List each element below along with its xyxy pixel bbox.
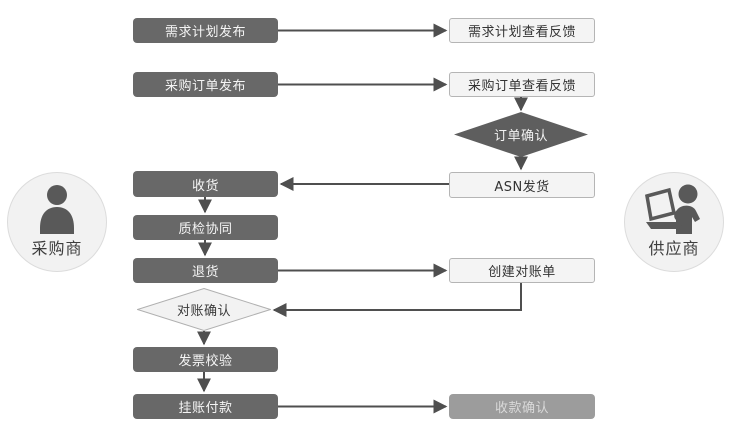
node-po-feedback: 采购订单查看反馈	[449, 72, 595, 97]
node-receipt-confirm: 收款确认	[449, 394, 595, 419]
person-at-laptop-icon	[645, 184, 700, 234]
node-payment-on-account: 挂账付款	[133, 394, 278, 419]
supplier-label: 供应商	[648, 239, 700, 258]
node-asn-ship: ASN发货	[449, 172, 595, 198]
connector-statement-to-confirm	[272, 283, 522, 317]
node-demand-plan-publish: 需求计划发布	[133, 18, 278, 43]
node-po-publish: 采购订单发布	[133, 72, 278, 97]
node-invoice-verify: 发票校验	[133, 347, 278, 372]
supplier-actor: 供应商	[624, 172, 724, 272]
buyer-label: 采购商	[31, 239, 83, 258]
node-order-confirm: 订单确认	[454, 112, 588, 157]
diamond-shape	[454, 112, 588, 157]
diamond-shape	[137, 288, 271, 331]
person-icon	[40, 185, 74, 234]
node-receive: 收货	[133, 171, 278, 197]
buyer-actor: 采购商	[7, 172, 107, 272]
node-statement-confirm: 对账确认	[137, 288, 271, 331]
node-quality-check: 质检协同	[133, 215, 278, 240]
order-confirm-label: 订单确认	[493, 129, 548, 144]
node-return-goods: 退货	[133, 258, 278, 283]
node-demand-plan-feedback: 需求计划查看反馈	[449, 18, 595, 43]
node-create-statement: 创建对账单	[449, 258, 595, 283]
statement-confirm-label: 对账确认	[176, 304, 231, 319]
